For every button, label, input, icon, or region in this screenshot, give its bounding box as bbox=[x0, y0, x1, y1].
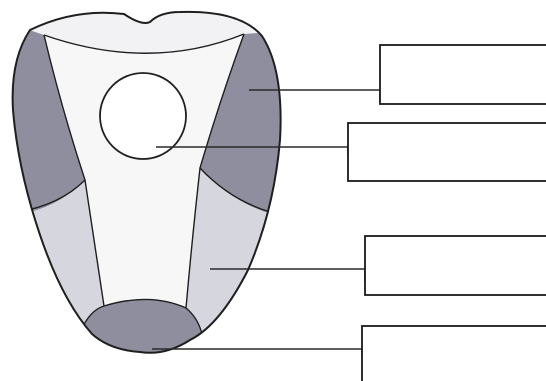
label-box-2-frame bbox=[348, 123, 546, 181]
label-box-2 bbox=[348, 123, 546, 181]
label-boxes bbox=[348, 45, 546, 381]
leader-line-4 bbox=[152, 349, 362, 358]
tongue-tip-region bbox=[80, 299, 202, 381]
label-box-1-frame bbox=[380, 45, 546, 104]
label-box-4-frame bbox=[362, 326, 546, 381]
label-box-1 bbox=[380, 45, 546, 104]
label-box-4 bbox=[362, 326, 546, 381]
tongue-regions bbox=[0, 0, 300, 381]
label-box-3 bbox=[365, 236, 546, 295]
center-circle bbox=[100, 73, 186, 159]
label-box-3-frame bbox=[365, 236, 546, 295]
